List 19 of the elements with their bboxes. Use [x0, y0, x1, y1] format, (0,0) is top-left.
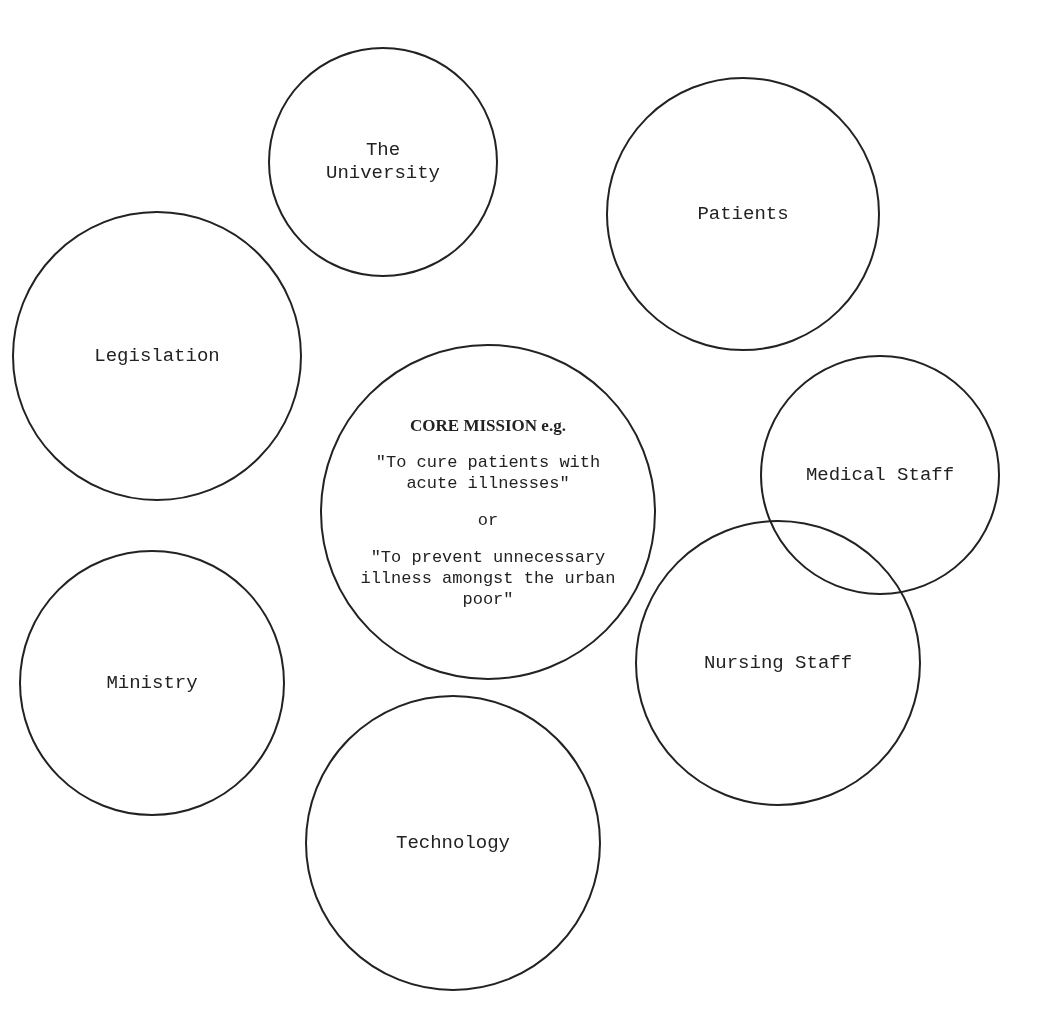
circle [635, 520, 921, 806]
circle [305, 695, 601, 991]
circle-label: Legislation [94, 344, 220, 368]
circle-text: "To prevent unnecessary illness amongst the urban poor" [359, 546, 617, 610]
circle [320, 344, 656, 680]
circle [606, 77, 880, 351]
heading: CORE MISSION e.g. [410, 414, 566, 436]
circle [760, 355, 1000, 595]
circle-label: Patients [697, 202, 789, 226]
circle-text: or [477, 509, 499, 531]
circle-label: Ministry [106, 671, 198, 695]
circle-label: Nursing Staff [703, 651, 853, 675]
circle-label: The University [325, 139, 441, 185]
circle-label: Medical Staff [805, 463, 955, 487]
circle [268, 47, 498, 277]
circle [19, 550, 285, 816]
circle [12, 211, 302, 501]
circle-label: Technology [396, 831, 510, 855]
circle-text: "To cure patients with acute illnesses" [374, 451, 602, 494]
